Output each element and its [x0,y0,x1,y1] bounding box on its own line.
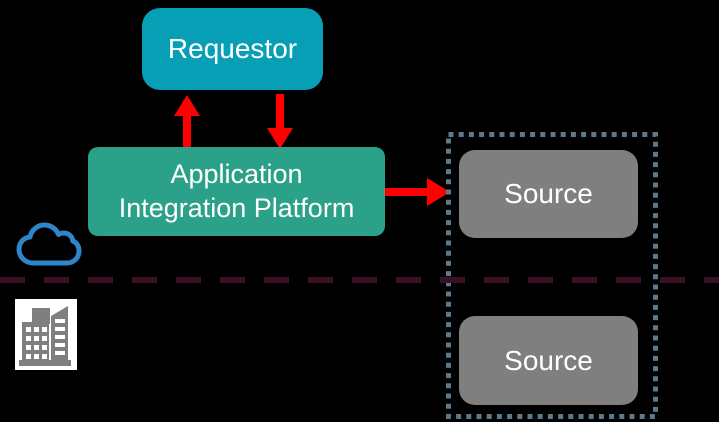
source-group-container [446,132,658,419]
arrow-right-icon [385,178,450,206]
source-bottom-node: Source [459,316,638,405]
requestor-node: Requestor [142,8,323,90]
source-bottom-label: Source [504,344,593,376]
building-icon [15,299,77,370]
source-top-node: Source [459,150,638,238]
cloud-onprem-divider [0,277,719,283]
platform-label: Application Integration Platform [118,158,355,223]
requestor-label: Requestor [167,33,298,64]
arrow-down-icon [267,94,293,149]
source-top-label: Source [504,178,593,209]
cloud-icon [16,222,82,266]
arrow-up-icon [174,95,200,150]
platform-node: Application Integration Platform [88,147,385,236]
